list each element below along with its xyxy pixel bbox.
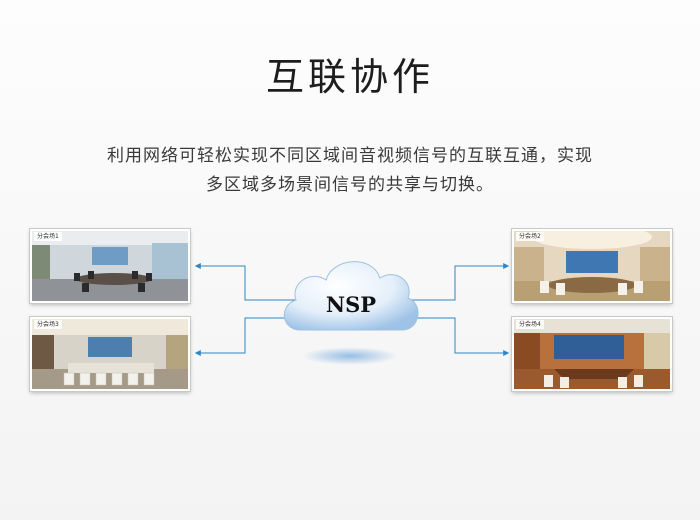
left-connector-top [194, 263, 300, 301]
room-card-3: 分会场3 [30, 317, 190, 391]
description-line-2: 多区域多场景间信号的共享与切换。 [206, 175, 494, 195]
description: 利用网络可轻松实现不同区域间音视频信号的互联互通，实现 多区域多场景间信号的共享… [60, 142, 640, 200]
room-label-4: 分会场4 [516, 320, 544, 329]
cloud-shadow [302, 347, 398, 365]
room-photo-2 [514, 231, 670, 301]
room-label-2: 分会场2 [516, 232, 544, 241]
room-label-1: 分会场1 [34, 232, 62, 241]
right-connector-top [405, 263, 510, 301]
left-connector-bottom [194, 317, 300, 356]
room-card-2: 分会场2 [512, 229, 672, 303]
page-title: 互联协作 [265, 55, 434, 99]
right-connector-bottom [405, 317, 510, 356]
room-photo-4 [514, 319, 670, 389]
cloud-icon [284, 261, 419, 331]
description-line-1: 利用网络可轻松实现不同区域间音视频信号的互联互通，实现 [107, 146, 593, 166]
room-card-1: 分会场1 [30, 229, 190, 303]
room-photo-1 [32, 231, 188, 301]
room-card-4: 分会场4 [512, 317, 672, 391]
hub-label: NSP [326, 292, 376, 317]
room-photo-3 [32, 319, 188, 389]
room-label-3: 分会场3 [34, 320, 62, 329]
